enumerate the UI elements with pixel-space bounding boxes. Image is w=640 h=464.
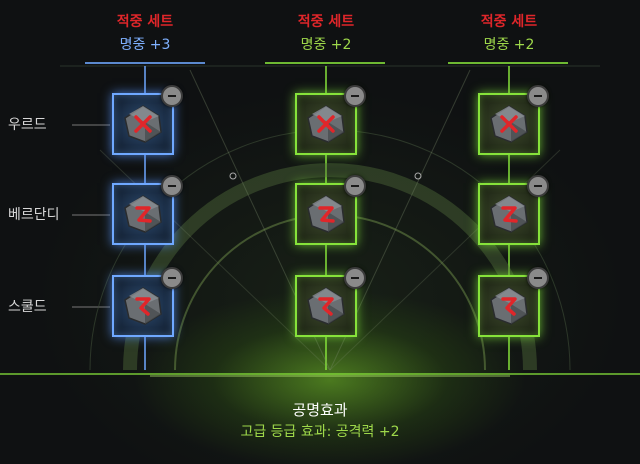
- remove-rune-button[interactable]: [344, 175, 366, 197]
- urd-rune-icon: [489, 104, 529, 144]
- resonance-effect-description: 고급 등급 효과: 공격력 +2: [240, 424, 400, 440]
- row-label-skuld: 스쿨드: [8, 299, 47, 315]
- rune-slot-col1-skuld[interactable]: [112, 275, 174, 337]
- set-bonus: 명중 +2: [300, 37, 352, 53]
- verdandi-rune-icon: [123, 194, 163, 234]
- resonance-effect-title: 공명효과: [292, 401, 348, 419]
- remove-rune-button[interactable]: [527, 175, 549, 197]
- urd-rune-icon: [123, 104, 163, 144]
- remove-rune-button[interactable]: [161, 85, 183, 107]
- remove-rune-button[interactable]: [344, 267, 366, 289]
- row-label-verdandi: 베르단디: [8, 207, 60, 223]
- column-header-2: 적중 세트 명중 +2: [261, 12, 391, 55]
- remove-rune-button[interactable]: [344, 85, 366, 107]
- skuld-rune-icon: [489, 286, 529, 326]
- column-header-3: 적중 세트 명중 +2: [444, 12, 574, 55]
- column-header-1: 적중 세트 명중 +3: [80, 12, 210, 55]
- remove-rune-button[interactable]: [161, 267, 183, 289]
- verdandi-rune-icon: [489, 194, 529, 234]
- remove-rune-button[interactable]: [527, 85, 549, 107]
- set-title: 적중 세트: [480, 14, 538, 30]
- set-title: 적중 세트: [297, 14, 355, 30]
- set-title: 적중 세트: [116, 14, 174, 30]
- remove-rune-button[interactable]: [161, 175, 183, 197]
- urd-rune-icon: [306, 104, 346, 144]
- set-bonus: 명중 +3: [119, 37, 171, 53]
- row-label-urd: 우르드: [8, 117, 47, 133]
- rune-slot-col2-verdandi[interactable]: [295, 183, 357, 245]
- set-bonus: 명중 +2: [483, 37, 535, 53]
- skuld-rune-icon: [306, 286, 346, 326]
- remove-rune-button[interactable]: [527, 267, 549, 289]
- skuld-rune-icon: [123, 286, 163, 326]
- verdandi-rune-icon: [306, 194, 346, 234]
